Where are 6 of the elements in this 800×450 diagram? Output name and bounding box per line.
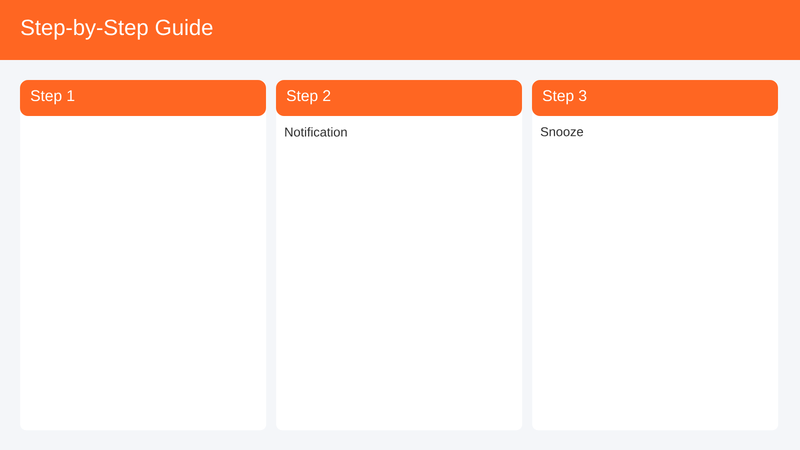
step-header: Step 3 (532, 80, 778, 116)
step-text: Notification (285, 127, 347, 137)
step-header: Step 2 (276, 80, 522, 116)
step-text: Snooze (540, 127, 584, 136)
title-bar: Step-by-Step Guide (0, 0, 800, 60)
step-header: Step 1 (20, 80, 266, 116)
